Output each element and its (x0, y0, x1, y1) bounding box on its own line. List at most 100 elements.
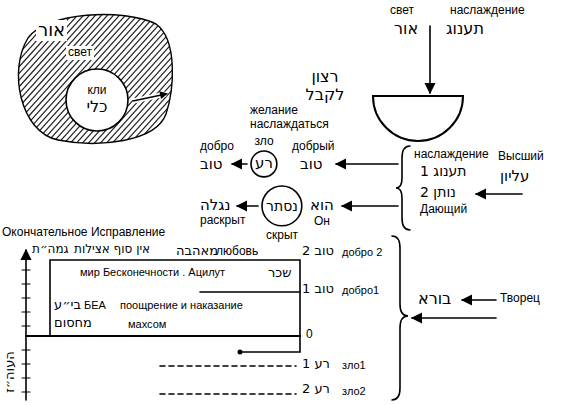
dashed-level (160, 393, 296, 395)
hatch-line (150, 8, 276, 148)
light-region: אור свет клиכלי (6, 8, 176, 148)
russian-label: Окончательное Исправление (2, 226, 165, 240)
node-text: אור (36, 20, 67, 41)
arrow (412, 317, 496, 319)
hatch-line (120, 8, 246, 148)
hatch-line (114, 8, 240, 148)
ladder-ticks (22, 270, 30, 392)
vessel-bowl (373, 96, 463, 141)
russian-label: добро 2 (342, 246, 382, 259)
hatch-line (66, 8, 192, 148)
hatch-line (132, 8, 258, 148)
hebrew-label: 1 טוב (302, 282, 334, 297)
hebrew-label: מאהבה (176, 244, 218, 259)
russian-label: поощрение и наказание (120, 299, 243, 312)
hebrew-label: תענוג (446, 20, 484, 38)
hebrew-label: אור (394, 20, 418, 38)
arrow (476, 193, 522, 195)
hebrew-label: 2 טוב (302, 244, 334, 259)
russian-label: Он (314, 215, 330, 229)
evil-circle: רעзло (250, 150, 278, 178)
arrow (342, 205, 398, 207)
hidden-circle: נסתרскрыт (261, 185, 303, 227)
russian-label: 0 (306, 328, 313, 342)
step-line (240, 336, 300, 352)
node-text: кли (87, 84, 106, 98)
hatch-line (162, 8, 288, 148)
russian-label: мир Бесконечности . Ацилут (80, 266, 225, 279)
russian-label: желание наслаждаться (250, 104, 342, 132)
hatch-line (24, 8, 150, 148)
node-heading: скрыт (266, 229, 298, 243)
hatch-line (0, 8, 12, 148)
russian-label: добрый (292, 140, 335, 154)
hebrew-label: רצון לקבל (302, 68, 348, 105)
node-core: רע (250, 150, 278, 178)
hebrew-label: בי״ע (54, 298, 81, 313)
russian-label: БЕА (84, 299, 106, 312)
step-dot (238, 350, 243, 355)
hatch-line (0, 8, 18, 148)
node-text: כלי (86, 98, 107, 116)
hatch-line (12, 8, 138, 148)
hebrew-label: בורא (418, 290, 451, 308)
node-text: נסתר (266, 198, 298, 214)
node-text: свет (66, 46, 94, 60)
russian-label: добро (200, 140, 234, 154)
hebrew-label: טוב (300, 156, 323, 173)
hebrew-label: מחסום (54, 316, 92, 331)
hatch-line (174, 8, 300, 148)
hatch-line (144, 8, 270, 148)
arrow-head (159, 91, 168, 99)
machsom-line (26, 335, 300, 337)
hebrew-label: 1 רע (302, 357, 330, 372)
world-box (50, 260, 300, 336)
hebrew-label: עליון (500, 168, 529, 185)
russian-label: свет (390, 4, 414, 18)
hatch-line (108, 8, 234, 148)
hebrew-label: 2 רע (302, 382, 330, 397)
arrow (237, 205, 258, 207)
hebrew-label: שכר (268, 266, 291, 281)
hatch-line (6, 8, 132, 148)
russian-label: Дающий (420, 203, 467, 217)
russian-label: Творец (500, 292, 540, 306)
circle-outline (251, 151, 277, 177)
arrow (336, 163, 398, 165)
vessel-circle: клиכלי (65, 68, 129, 132)
hebrew-label: 2 נותן (420, 184, 456, 200)
level-line (200, 291, 300, 293)
russian-label: Высший (498, 150, 544, 164)
russian-label: наслаждение (450, 4, 525, 18)
hebrew-label: אין סוף אצילות (74, 243, 150, 257)
russian-label: зло1 (342, 359, 366, 372)
arrow (232, 163, 247, 165)
hatch-line (0, 8, 6, 148)
hebrew-label: נגלה (200, 197, 231, 214)
hatch-line (36, 8, 162, 148)
russian-label: раскрыт (200, 214, 245, 228)
russian-label: махсом (128, 318, 166, 331)
hatch-line (102, 8, 228, 148)
russian-label: зло2 (342, 385, 366, 398)
node-core: клиכלי (65, 68, 129, 132)
region-outline (18, 15, 172, 144)
russian-label: любовь (216, 245, 258, 259)
hebrew-label: טוב (200, 156, 223, 173)
node-text: רע (255, 155, 273, 172)
hatch-line (30, 8, 156, 148)
hebrew-label: הוא (310, 197, 334, 214)
hatch-line (60, 8, 186, 148)
dashed-level (160, 365, 296, 367)
hebrew-label: 1 תענוג (420, 163, 467, 179)
node-core: נסתר (261, 185, 303, 227)
hatch-line (180, 8, 306, 148)
hatching (0, 8, 306, 148)
light-arrow (429, 26, 431, 93)
hebrew-label: העוה״ז (3, 351, 18, 393)
hatch-line (168, 8, 294, 148)
hatch-line (0, 8, 30, 148)
hebrew-label: גמה״ת (32, 243, 69, 257)
arrow (462, 299, 496, 301)
